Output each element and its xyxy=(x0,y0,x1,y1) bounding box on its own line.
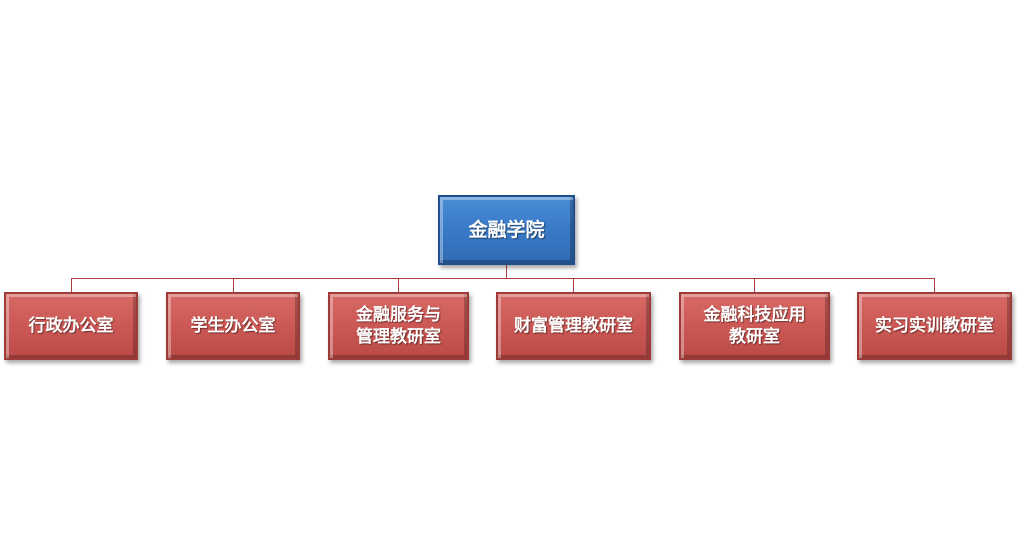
org-node-label: 实习实训教研室 xyxy=(875,316,994,336)
org-node-label: 金融服务与 管理教研室 xyxy=(356,305,441,347)
org-node-wealth-mgmt-dept: 财富管理教研室 xyxy=(496,292,651,360)
org-node-student-office: 学生办公室 xyxy=(166,292,300,360)
org-root-label: 金融学院 xyxy=(468,219,545,241)
org-node-finance-service-dept: 金融服务与 管理教研室 xyxy=(328,292,469,360)
connector-drop-4 xyxy=(573,278,574,292)
connector-drop-3 xyxy=(398,278,399,292)
org-node-label: 学生办公室 xyxy=(190,316,276,336)
org-node-label: 财富管理教研室 xyxy=(514,316,633,336)
connector-drop-5 xyxy=(754,278,755,292)
connector-drop-1 xyxy=(71,278,72,292)
org-node-label: 金融科技应用 教研室 xyxy=(703,305,806,347)
connector-root-stem xyxy=(506,265,507,279)
connector-drop-6 xyxy=(934,278,935,292)
org-node-label: 行政办公室 xyxy=(28,316,114,336)
org-node-admin-office: 行政办公室 xyxy=(4,292,138,360)
connector-horizontal-bar xyxy=(71,278,935,279)
org-root-node: 金融学院 xyxy=(438,195,575,265)
connector-drop-2 xyxy=(233,278,234,292)
org-node-fintech-dept: 金融科技应用 教研室 xyxy=(679,292,830,360)
org-node-practice-training-dept: 实习实训教研室 xyxy=(857,292,1012,360)
